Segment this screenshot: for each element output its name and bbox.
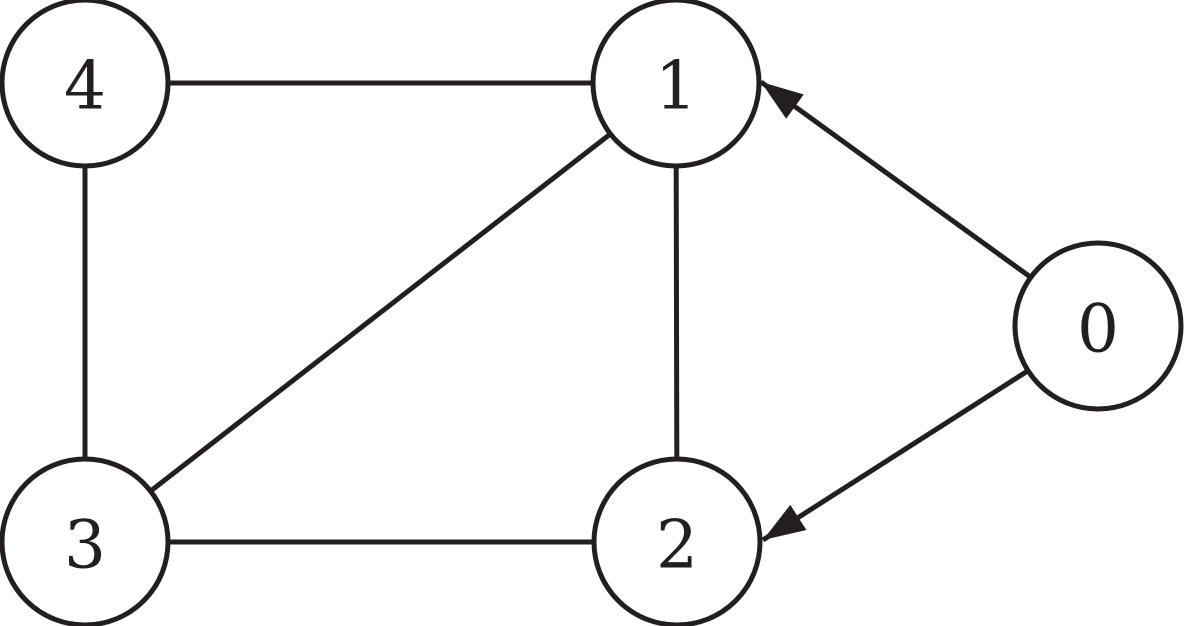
- node-1-circle: [590, 0, 762, 169]
- node-2: 2: [591, 456, 763, 626]
- node-2-circle: [591, 456, 763, 626]
- node-2-label: 2: [656, 507, 698, 584]
- node-3-label: 3: [64, 507, 106, 584]
- node-4: 4: [0, 0, 171, 169]
- node-1-label: 1: [655, 48, 697, 125]
- node-4-circle: [0, 0, 171, 169]
- node-0-circle: [1012, 240, 1184, 412]
- edges-layer: [82, 79, 1100, 545]
- node-4-label: 4: [64, 48, 106, 125]
- node-0-label: 0: [1077, 291, 1119, 368]
- node-3-circle: [0, 456, 171, 626]
- node-0: 0: [1012, 240, 1184, 412]
- edge-3-1: [83, 81, 678, 544]
- node-3: 3: [0, 456, 171, 626]
- node-1: 1: [590, 0, 762, 169]
